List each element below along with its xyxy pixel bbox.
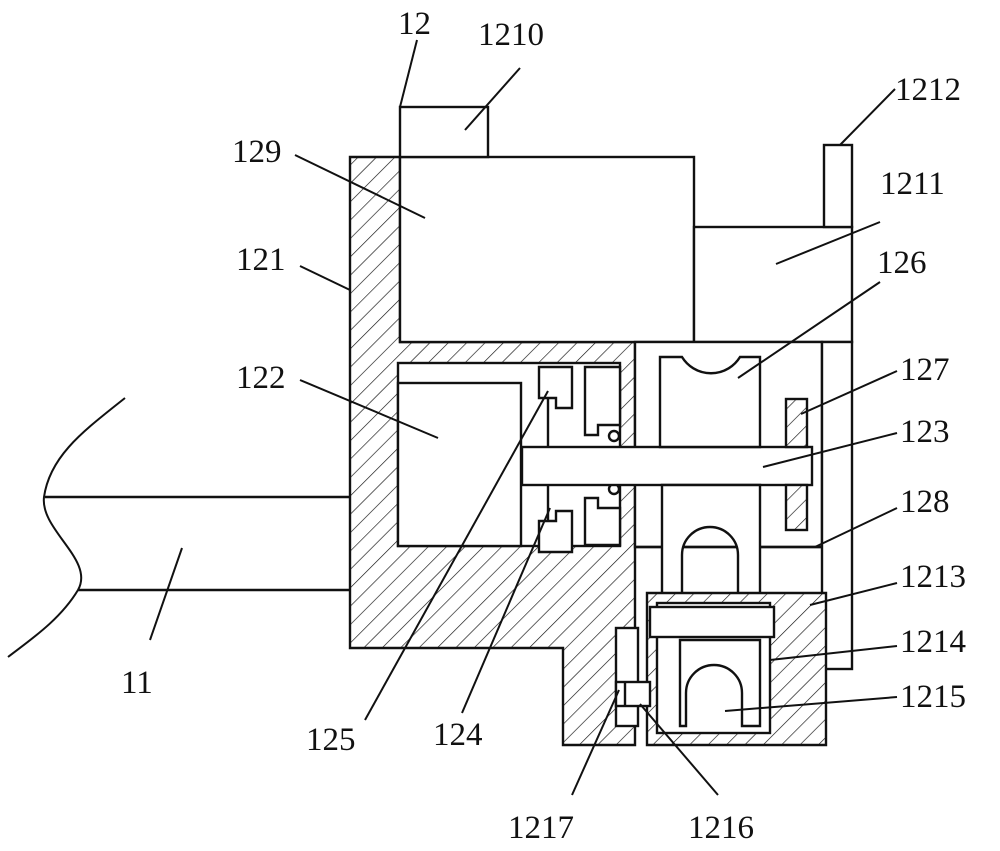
label-129: 129 xyxy=(232,134,282,170)
label-1211: 1211 xyxy=(880,166,945,202)
side-block xyxy=(692,225,854,344)
post xyxy=(822,143,854,229)
label-126: 126 xyxy=(877,245,927,281)
label-127: 127 xyxy=(900,352,950,388)
label-12: 12 xyxy=(398,6,431,42)
leader-lines xyxy=(149,39,898,796)
roller-middle xyxy=(660,483,762,598)
coupling xyxy=(522,365,574,554)
label-121: 121 xyxy=(236,242,286,278)
bearing-blocks xyxy=(583,365,622,547)
label-125: 125 xyxy=(306,722,356,758)
cross-bar xyxy=(648,605,776,639)
motor xyxy=(396,381,523,548)
label-1214: 1214 xyxy=(900,624,966,660)
pin-elements xyxy=(614,626,652,728)
top-block xyxy=(398,155,696,344)
label-1213: 1213 xyxy=(900,559,966,595)
roller-upper xyxy=(658,355,762,449)
label-1216: 1216 xyxy=(688,810,754,846)
label-123: 123 xyxy=(900,414,950,450)
label-122: 122 xyxy=(236,360,286,396)
disk-127 xyxy=(784,397,809,532)
top-cap-block xyxy=(398,105,490,159)
label-1212: 1212 xyxy=(895,72,961,108)
label-11: 11 xyxy=(121,665,153,701)
label-1217: 1217 xyxy=(508,810,574,846)
label-128: 128 xyxy=(900,484,950,520)
roller-lower xyxy=(678,638,762,728)
label-1215: 1215 xyxy=(900,679,966,715)
arm-part xyxy=(7,397,350,658)
label-124: 124 xyxy=(433,717,483,753)
label-1210: 1210 xyxy=(478,17,544,53)
